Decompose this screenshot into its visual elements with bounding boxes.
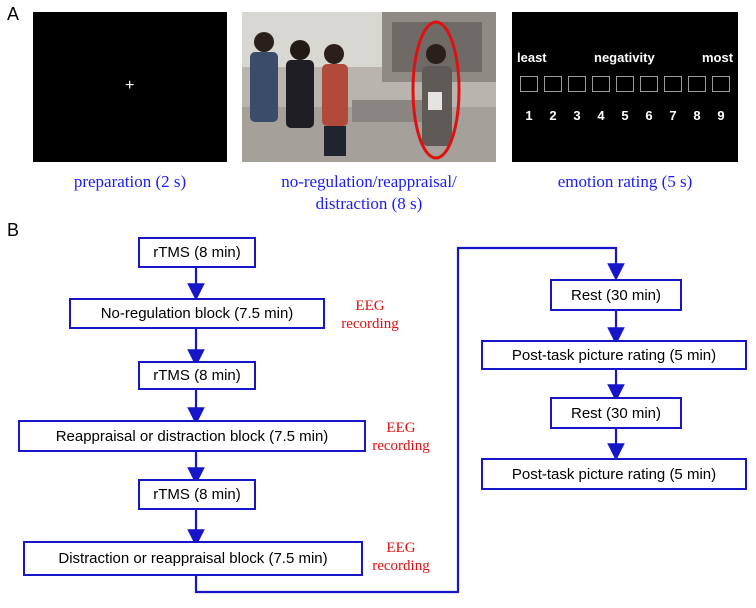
- preparation-screen: +: [33, 12, 227, 162]
- flow-box-rest-1: Rest (30 min): [550, 279, 682, 311]
- rating-box: [616, 76, 634, 92]
- rating-box: [592, 76, 610, 92]
- stimulus-photo: [242, 12, 496, 162]
- flow-box-rtms-2: rTMS (8 min): [138, 361, 256, 390]
- rating-box: [640, 76, 658, 92]
- rating-box: [712, 76, 730, 92]
- fixation-cross: +: [125, 77, 135, 94]
- rating-number: 8: [693, 108, 701, 123]
- rating-number: 2: [549, 108, 557, 123]
- rating-least-label: least: [517, 50, 547, 65]
- eeg-label-2: EEG recording: [365, 419, 437, 455]
- rating-box: [520, 76, 538, 92]
- panel-a-label: A: [7, 4, 20, 24]
- rating-most-label: most: [702, 50, 734, 65]
- flow-box-no-regulation: No-regulation block (7.5 min): [69, 298, 325, 329]
- rating-box: [664, 76, 682, 92]
- eeg-label-2-line2: recording: [372, 438, 430, 454]
- highlight-oval: [411, 20, 461, 160]
- eeg-label-3-line2: recording: [372, 558, 430, 574]
- eeg-label-1-line1: EEG: [355, 298, 385, 314]
- preparation-caption: preparation (2 s): [73, 172, 187, 191]
- rating-caption: emotion rating (5 s): [557, 172, 693, 191]
- eeg-label-3: EEG recording: [365, 539, 437, 575]
- stimulus-caption-line2: distraction (8 s): [315, 194, 423, 213]
- rating-box: [544, 76, 562, 92]
- panel-b-label: B: [7, 220, 20, 240]
- rating-number: 3: [573, 108, 581, 123]
- flow-box-post-task-2: Post-task picture rating (5 min): [481, 458, 747, 490]
- rating-number: 9: [717, 108, 725, 123]
- flow-box-post-task-1: Post-task picture rating (5 min): [481, 340, 747, 370]
- rating-screen: least negativity most 1 2 3 4 5 6 7 8 9: [512, 12, 738, 162]
- flow-box-rtms-3: rTMS (8 min): [138, 479, 256, 510]
- stimulus-caption-line1: no-regulation/reappraisal/: [281, 172, 457, 191]
- eeg-label-2-line1: EEG: [386, 420, 416, 436]
- rating-box: [688, 76, 706, 92]
- rating-negativity-label: negativity: [594, 50, 655, 65]
- flow-box-distraction: Distraction or reappraisal block (7.5 mi…: [23, 541, 363, 576]
- flow-box-reappraisal: Reappraisal or distraction block (7.5 mi…: [18, 420, 366, 452]
- rating-number: 6: [645, 108, 653, 123]
- flow-box-rest-2: Rest (30 min): [550, 397, 682, 429]
- rating-number: 5: [621, 108, 629, 123]
- connector-left-to-right: [194, 246, 625, 594]
- eeg-label-1-line2: recording: [341, 316, 399, 332]
- rating-number: 1: [525, 108, 533, 123]
- eeg-label-1: EEG recording: [334, 297, 406, 333]
- rating-box: [568, 76, 586, 92]
- eeg-label-3-line1: EEG: [386, 540, 416, 556]
- rating-number: 4: [597, 108, 605, 123]
- stimulus-photo-image: [242, 12, 496, 162]
- flow-box-rtms-1: rTMS (8 min): [138, 237, 256, 268]
- rating-number: 7: [669, 108, 677, 123]
